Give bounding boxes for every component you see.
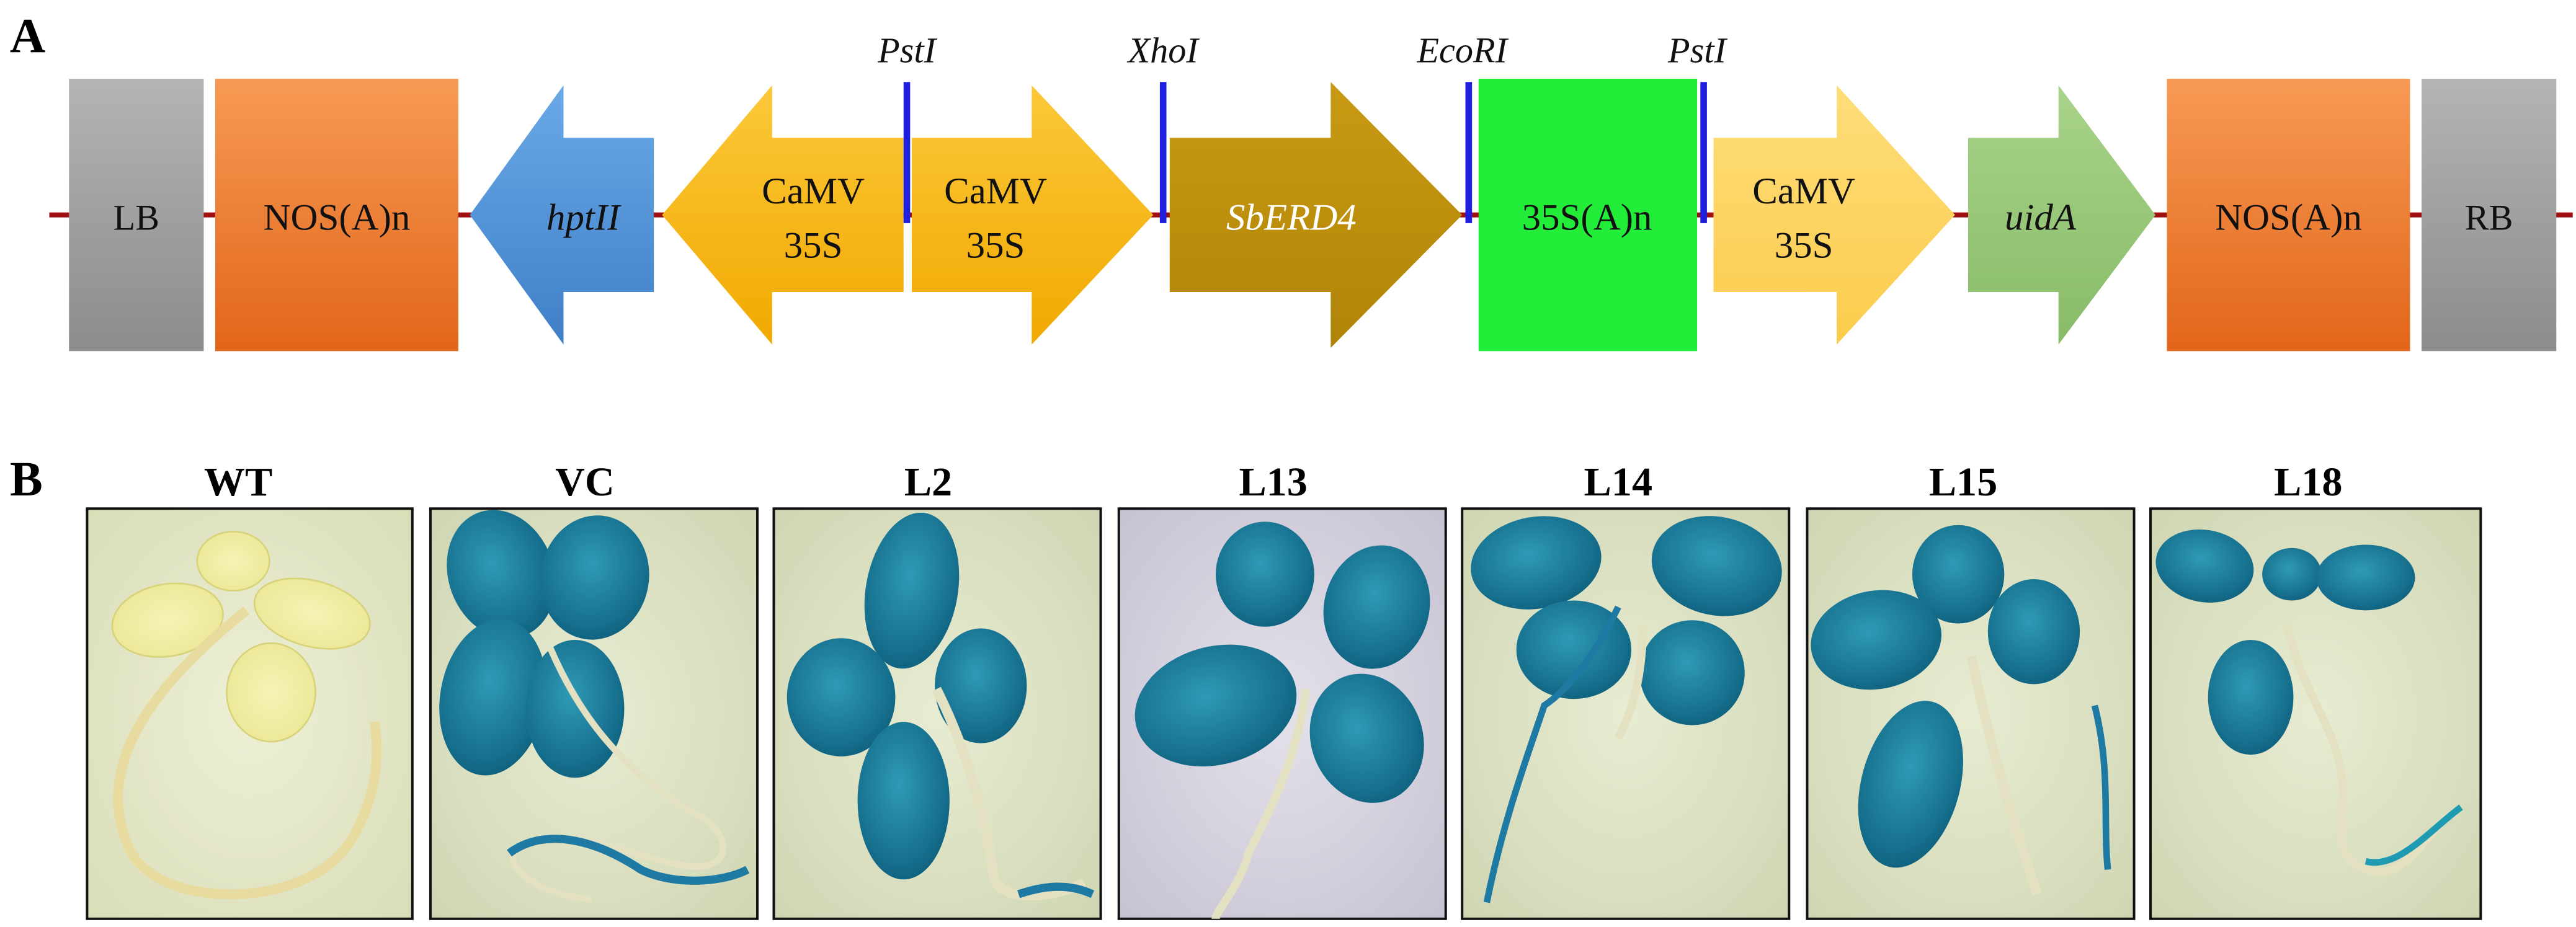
panel-b-label: B (10, 452, 43, 507)
xhoi-label: XhoI (1127, 30, 1200, 71)
psti-1-label: PstI (877, 30, 937, 71)
uida-gene-arrow: uidA (1968, 85, 2155, 345)
35s-terminator-label: 35S(A)n (1522, 197, 1652, 238)
camv-35s-left-line1: CaMV (762, 171, 865, 212)
rb-border-box: RB (2422, 79, 2557, 352)
lb-label: LB (114, 197, 159, 237)
sberd4-label: SbERD4 (1226, 197, 1357, 238)
gus-title-l18: L18 (2274, 459, 2342, 505)
wt-seedling (111, 530, 371, 743)
rb-label: RB (2465, 197, 2513, 237)
gus-title-wt: WT (204, 459, 272, 505)
gus-title-l15: L15 (1929, 459, 1997, 505)
35s-terminator: 35S(A)n (1478, 79, 1698, 352)
gus-photo-vc (429, 507, 759, 920)
camv-35s-promoter-left: CaMV 35S (662, 85, 904, 345)
camv-35s-right1-line2: 35S (966, 224, 1025, 266)
gus-photo-l18 (2149, 507, 2482, 920)
gus-title-l2: L2 (904, 459, 952, 505)
nos-terminator-right: NOS(A)n (2167, 79, 2410, 352)
psti-2-label: PstI (1667, 30, 1727, 71)
nos-terminator-left: NOS(A)n (215, 79, 458, 352)
gus-title-l13: L13 (1239, 459, 1307, 505)
gus-photo-l13 (1117, 507, 1447, 920)
sberd4-gene-arrow: SbERD4 (1169, 82, 1463, 348)
camv-35s-promoter-right-2: CaMV 35S (1713, 85, 1955, 345)
camv-35s-promoter-right-1: CaMV 35S (911, 85, 1154, 345)
nos-terminator-left-label: NOS(A)n (264, 197, 411, 238)
hptii-label: hptII (546, 197, 622, 238)
gus-photo-l15 (1806, 507, 2136, 920)
restriction-site-xhoi: XhoI (1127, 30, 1200, 223)
restriction-site-ecori: EcoRI (1416, 30, 1509, 223)
camv-35s-right2-line1: CaMV (1752, 171, 1855, 212)
uida-label: uidA (2005, 197, 2077, 238)
lb-border-box: LB (69, 79, 204, 352)
gus-title-l14: L14 (1584, 459, 1652, 505)
panel-a-label: A (10, 9, 45, 64)
restriction-site-psti-2: PstI (1667, 30, 1728, 223)
gus-photo-wt (86, 507, 414, 920)
gus-title-vc: VC (555, 459, 615, 505)
camv-35s-right2-line2: 35S (1775, 224, 1834, 266)
gus-photo-l14 (1461, 507, 1791, 920)
gus-photo-l2 (772, 507, 1102, 920)
hptii-gene-arrow: hptII (470, 85, 654, 345)
camv-35s-right1-line1: CaMV (944, 171, 1047, 212)
ecori-label: EcoRI (1416, 30, 1509, 71)
restriction-site-psti-1: PstI (877, 30, 938, 223)
nos-terminator-right-label: NOS(A)n (2215, 197, 2362, 238)
camv-35s-left-line2: 35S (784, 224, 843, 266)
wt-root (113, 606, 382, 900)
